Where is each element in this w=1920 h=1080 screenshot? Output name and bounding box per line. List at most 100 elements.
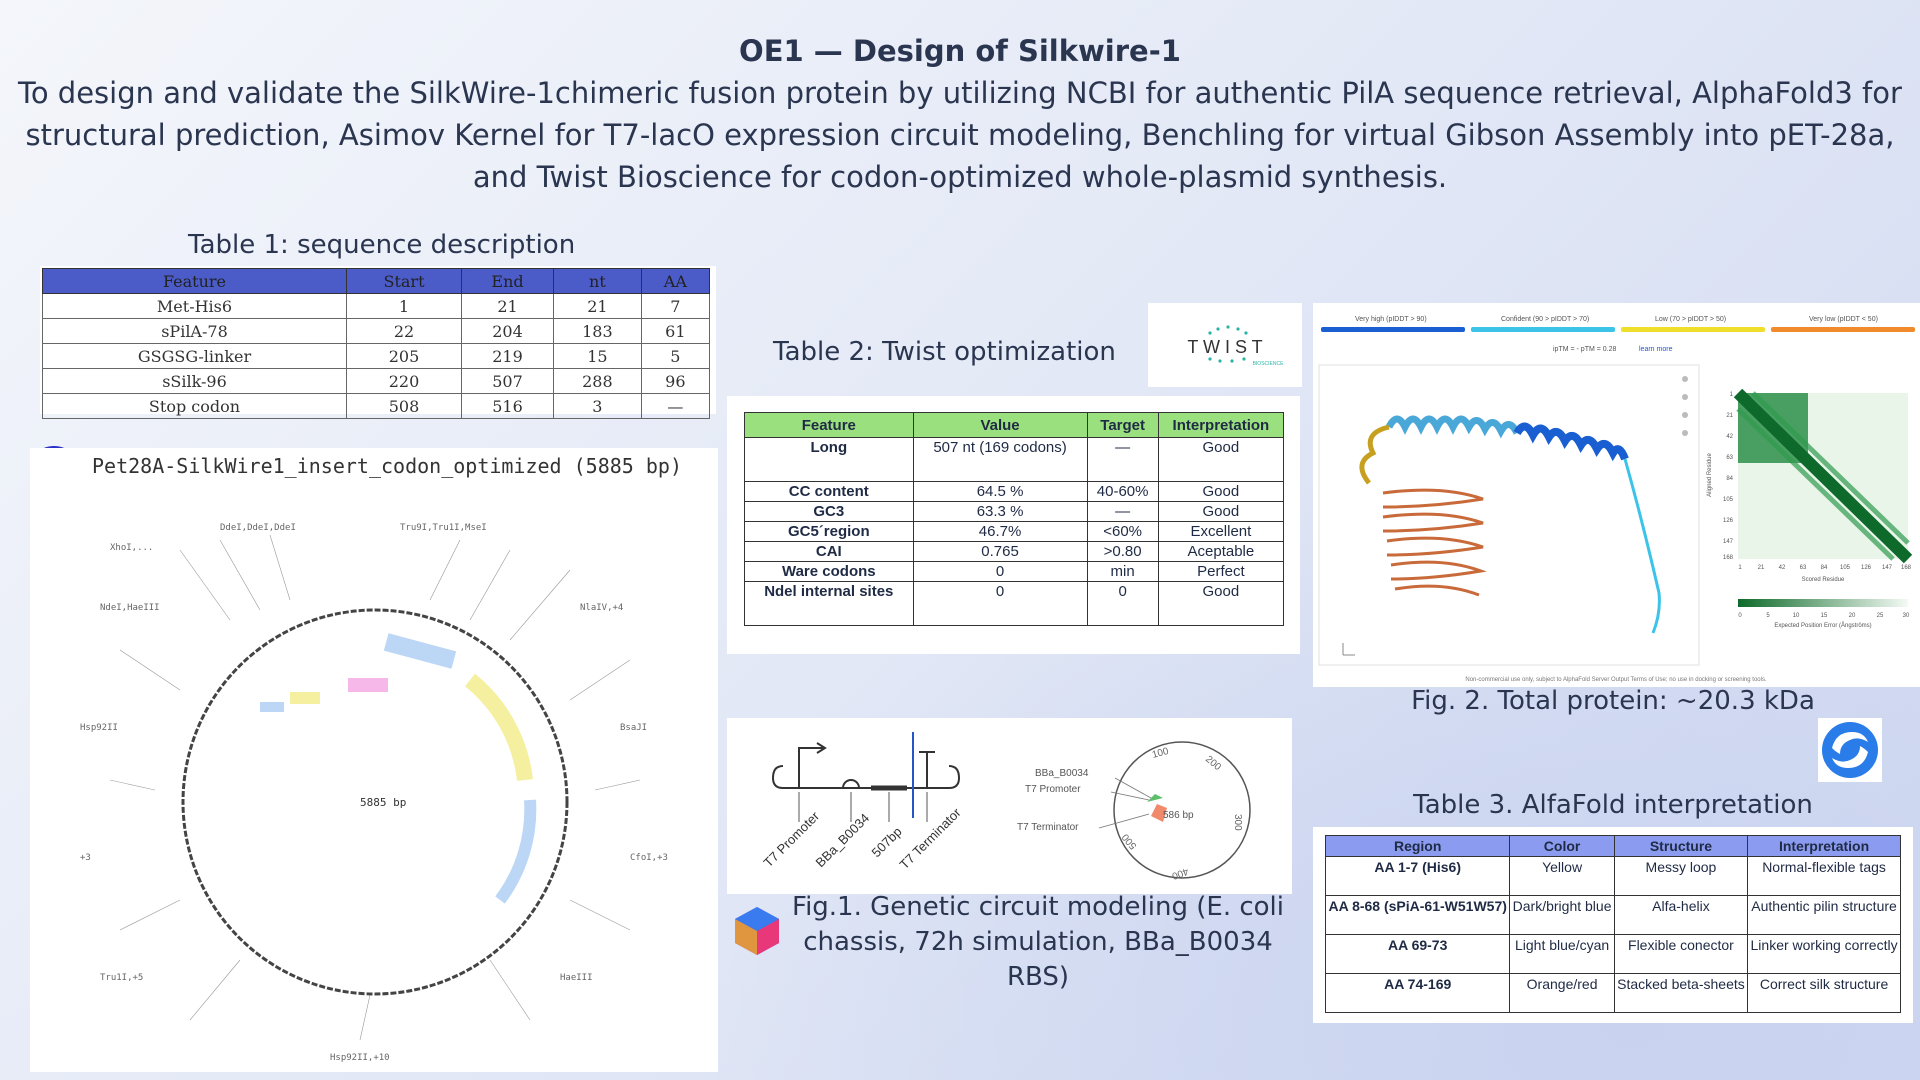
pae-scale-tick: 20 — [1849, 613, 1856, 619]
map-tick-100: 100 — [1151, 746, 1170, 761]
table2-header: Feature — [744, 412, 914, 438]
cell: 21 — [553, 293, 642, 319]
map-tick-200: 200 — [1203, 754, 1223, 773]
asimov-logo-icon — [735, 907, 779, 955]
pae-ylabel: Aligned Residue — [1707, 452, 1713, 496]
cell: Dark/bright blue — [1509, 895, 1615, 935]
cell: Stop codon — [42, 393, 347, 419]
legend-very-low: Very low (pIDDT < 50) — [1809, 316, 1878, 323]
cell: Ndel internal sites — [744, 581, 914, 626]
svg-text:+3: +3 — [80, 853, 91, 863]
cell: GC3 — [744, 501, 914, 522]
table1-header: Start — [345, 268, 463, 294]
pae-ytick: 21 — [1726, 413, 1733, 419]
legend-bar-confident — [1471, 327, 1615, 332]
cell: 5 — [640, 343, 711, 369]
cell: 508 — [345, 393, 463, 419]
cell: Stacked beta-sheets — [1613, 973, 1749, 1013]
cell: Excellent — [1157, 521, 1285, 542]
cell: GSGSG-linker — [42, 343, 347, 369]
toolbar-edit-icon[interactable] — [1682, 412, 1688, 418]
cell: 61 — [640, 318, 711, 344]
table2-header: Target — [1086, 412, 1159, 438]
svg-text:XhoI,...: XhoI,... — [110, 543, 153, 553]
pae-colorbar — [1738, 599, 1908, 607]
helix-dark — [1513, 422, 1629, 462]
twist-logo-icon: T W I S T BIOSCIENCE — [1187, 325, 1284, 367]
cell: 0 — [912, 561, 1088, 582]
page-title: OE1 — Design of Silkwire-1 — [739, 34, 1181, 68]
genetic-circuit-diagram: T7 Promoter BBa_B0034 507bp T7 Terminato… — [761, 732, 1251, 881]
cell: 220 — [345, 368, 463, 394]
page-subtitle: To design and validate the SilkWire-1chi… — [18, 76, 1902, 194]
toolbar-zoom-icon[interactable] — [1682, 394, 1688, 400]
pae-xtick: 1 — [1738, 565, 1742, 571]
insert-segment — [1151, 804, 1167, 822]
structure-viewer[interactable] — [1318, 364, 1700, 666]
cell: Good — [1157, 501, 1285, 522]
cell: Met-His6 — [42, 293, 347, 319]
cell: Good — [1157, 437, 1285, 482]
svg-text:Tru1I,+5: Tru1I,+5 — [100, 973, 143, 983]
beta-sheets — [1382, 488, 1487, 597]
cell: Perfect — [1157, 561, 1285, 582]
pae-xtick: 84 — [1821, 565, 1828, 571]
cell: Messy loop — [1613, 856, 1749, 896]
pae-xtick: 63 — [1800, 565, 1807, 571]
helix-light — [1385, 415, 1521, 439]
learn-more-link[interactable]: learn more — [1639, 346, 1673, 353]
metrics: ipTM = - pTM = 0.28 — [1553, 346, 1617, 353]
pae-xtick: 21 — [1758, 565, 1765, 571]
cell: <60% — [1086, 521, 1159, 542]
twist-logo: T W I S T BIOSCIENCE — [1148, 303, 1302, 387]
cell: Authentic pilin structure — [1747, 895, 1901, 935]
legend-very-high: Very high (pIDDT > 90) — [1355, 316, 1427, 323]
cell: Normal-flexible tags — [1747, 856, 1901, 896]
pae-ytick: 63 — [1726, 455, 1733, 461]
toolbar-settings-icon[interactable] — [1682, 376, 1688, 382]
pae-scale-tick: 25 — [1877, 613, 1884, 619]
table3-caption: Table 3. AlfaFold interpretation — [1413, 790, 1813, 820]
alphafold-logo-icon — [1818, 718, 1882, 782]
svg-text:DdeI,DdeI,DdeI: DdeI,DdeI,DdeI — [220, 523, 296, 533]
pae-xtick: 42 — [1779, 565, 1786, 571]
cell: 288 — [553, 368, 642, 394]
circuit-label-t7-terminator: T7 Terminator — [897, 805, 965, 873]
cell: CAI — [744, 541, 914, 562]
cell: Good — [1157, 481, 1285, 502]
cell: Flexible conector — [1613, 934, 1749, 974]
pae-xtick: 105 — [1840, 565, 1851, 571]
cell: 0 — [912, 581, 1088, 626]
cell: AA 69-73 — [1324, 934, 1511, 974]
cell: — — [640, 393, 711, 419]
pae-scale-tick: 15 — [1821, 613, 1828, 619]
cell: 7 — [640, 293, 711, 319]
cell: min — [1086, 561, 1159, 582]
pae-ytick: 147 — [1723, 539, 1734, 545]
cell: 507 nt (169 codons) — [912, 437, 1088, 482]
toolbar-expand-icon[interactable] — [1682, 430, 1688, 436]
promoter-arrow-icon — [1147, 794, 1163, 802]
cell: 0 — [1086, 581, 1159, 626]
cell: 205 — [345, 343, 463, 369]
table1-header: nt — [553, 268, 642, 294]
table3-header: Interpretation — [1747, 835, 1901, 857]
fig2-caption: Fig. 2. Total protein: ~20.3 kDa — [1411, 686, 1815, 716]
cell: CC content — [744, 481, 914, 502]
table3-header: Color — [1509, 835, 1615, 857]
pae-ytick: 84 — [1726, 476, 1733, 482]
legend-bar-very-low — [1771, 327, 1915, 332]
table2-header-row: Feature Value Target Interpretation — [744, 412, 1285, 438]
pae-ytick: 1 — [1730, 392, 1734, 398]
alphafold-result: Very high (pIDDT > 90) Confident (90 > p… — [1318, 316, 1915, 683]
